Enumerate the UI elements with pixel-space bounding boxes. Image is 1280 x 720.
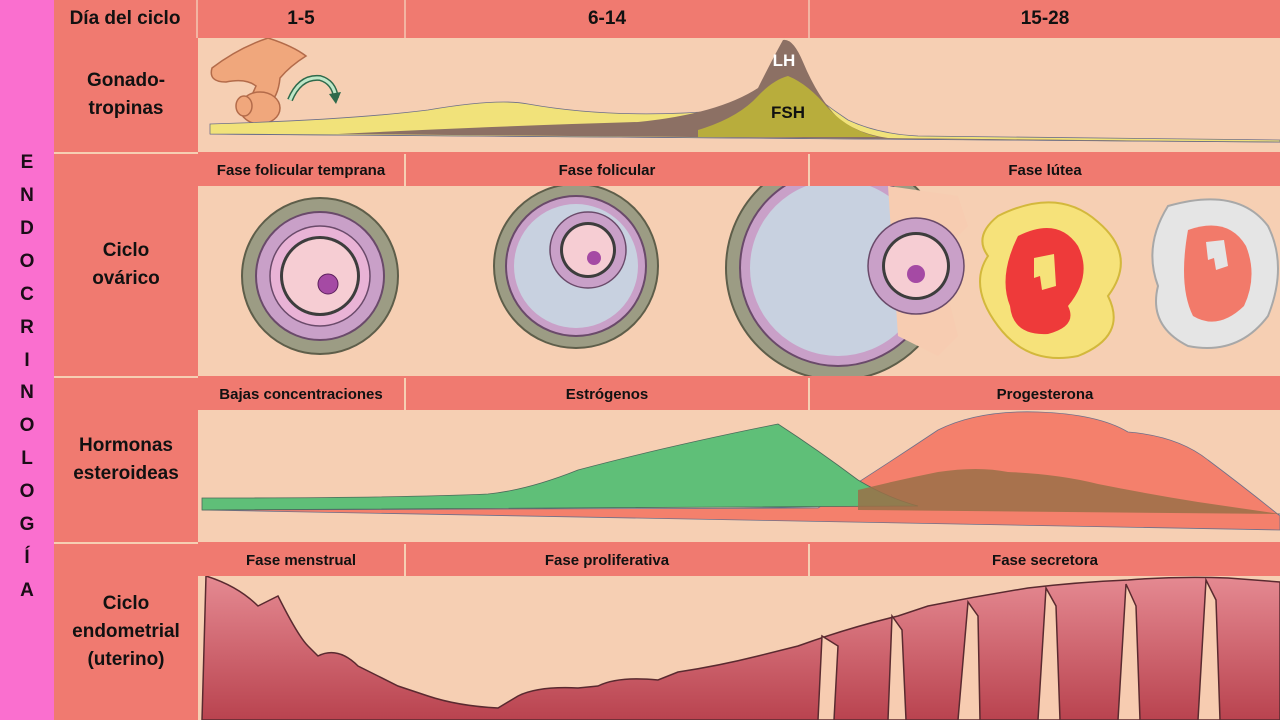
endometrium-layer [201,576,1280,720]
sidebar-letter: R [20,316,34,338]
label-line: Gonado- [86,70,166,91]
steroid-curves [201,411,1280,531]
endometrial-phase-3: Fase secretora [810,544,1280,576]
row-label-steroid: Hormonas esteroideas [54,378,198,544]
sidebar-letter: I [24,349,30,371]
ovarian-follicles [241,186,1279,376]
day-range-3: 15-28 [810,0,1280,38]
row-divider [198,152,1280,154]
corpus-albicans-icon [1151,198,1279,349]
label-line: esteroideas [73,463,179,484]
sidebar-letter: O [19,481,35,503]
label-line: ovárico [92,268,160,289]
label-line: Ciclo [102,240,150,261]
steroid-phase-3: Progesterona [810,378,1280,410]
day-range-2: 6-14 [406,0,810,38]
row-divider [198,376,1280,378]
label-line: (uterino) [87,649,165,670]
ovarian-phase-1: Fase folicular temprana [198,154,406,186]
sidebar-letter: D [20,217,34,239]
label-line: endometrial [72,621,180,642]
early-follicle-icon [241,197,399,355]
secretion-arrow-icon [287,74,341,104]
lh-label: LH [773,51,796,70]
day-range-1: 1-5 [198,0,406,38]
antral-follicle-icon [493,186,659,349]
sidebar-letter: E [20,152,34,173]
ovulating-follicle-icon [725,186,968,376]
row-divider [198,542,1280,544]
ovarian-phase-3: Fase lútea [810,154,1280,186]
ovarian-phase-2: Fase folicular [406,154,810,186]
endometrial-phase-2: Fase proliferativa [406,544,810,576]
sidebar-letter: A [20,579,34,601]
pituitary-icon [210,38,308,125]
sidebar-letter: N [20,382,34,404]
sidebar-letter: O [19,250,35,272]
row-label-gonadotropins: Gonado-tropinas [54,38,198,154]
label-line: tropinas [88,98,164,119]
sidebar-letter: O [19,415,35,437]
sidebar-letter: C [20,283,34,305]
fsh-label: FSH [771,103,805,122]
corpus-luteum-icon [979,201,1122,359]
steroid-phase-1: Bajas concentraciones [198,378,406,410]
sidebar [0,0,54,720]
sidebar-letter: G [19,514,35,536]
endometrial-phase-1: Fase menstrual [198,544,406,576]
sidebar-letter: N [20,184,34,206]
sidebar-letter: Í [24,547,30,569]
steroid-phase-2: Estrógenos [406,378,810,410]
header-label: Día del ciclo [54,0,198,38]
row-label-ovarian: Ciclo ovárico [54,154,198,378]
gonadotropin-curves: LH FSH [209,38,1280,143]
row-label-endometrial: Ciclo endometrial (uterino) [54,544,198,720]
sidebar-letter: L [21,448,33,470]
label-line: Hormonas [79,435,173,456]
label-line: Ciclo [102,593,150,614]
